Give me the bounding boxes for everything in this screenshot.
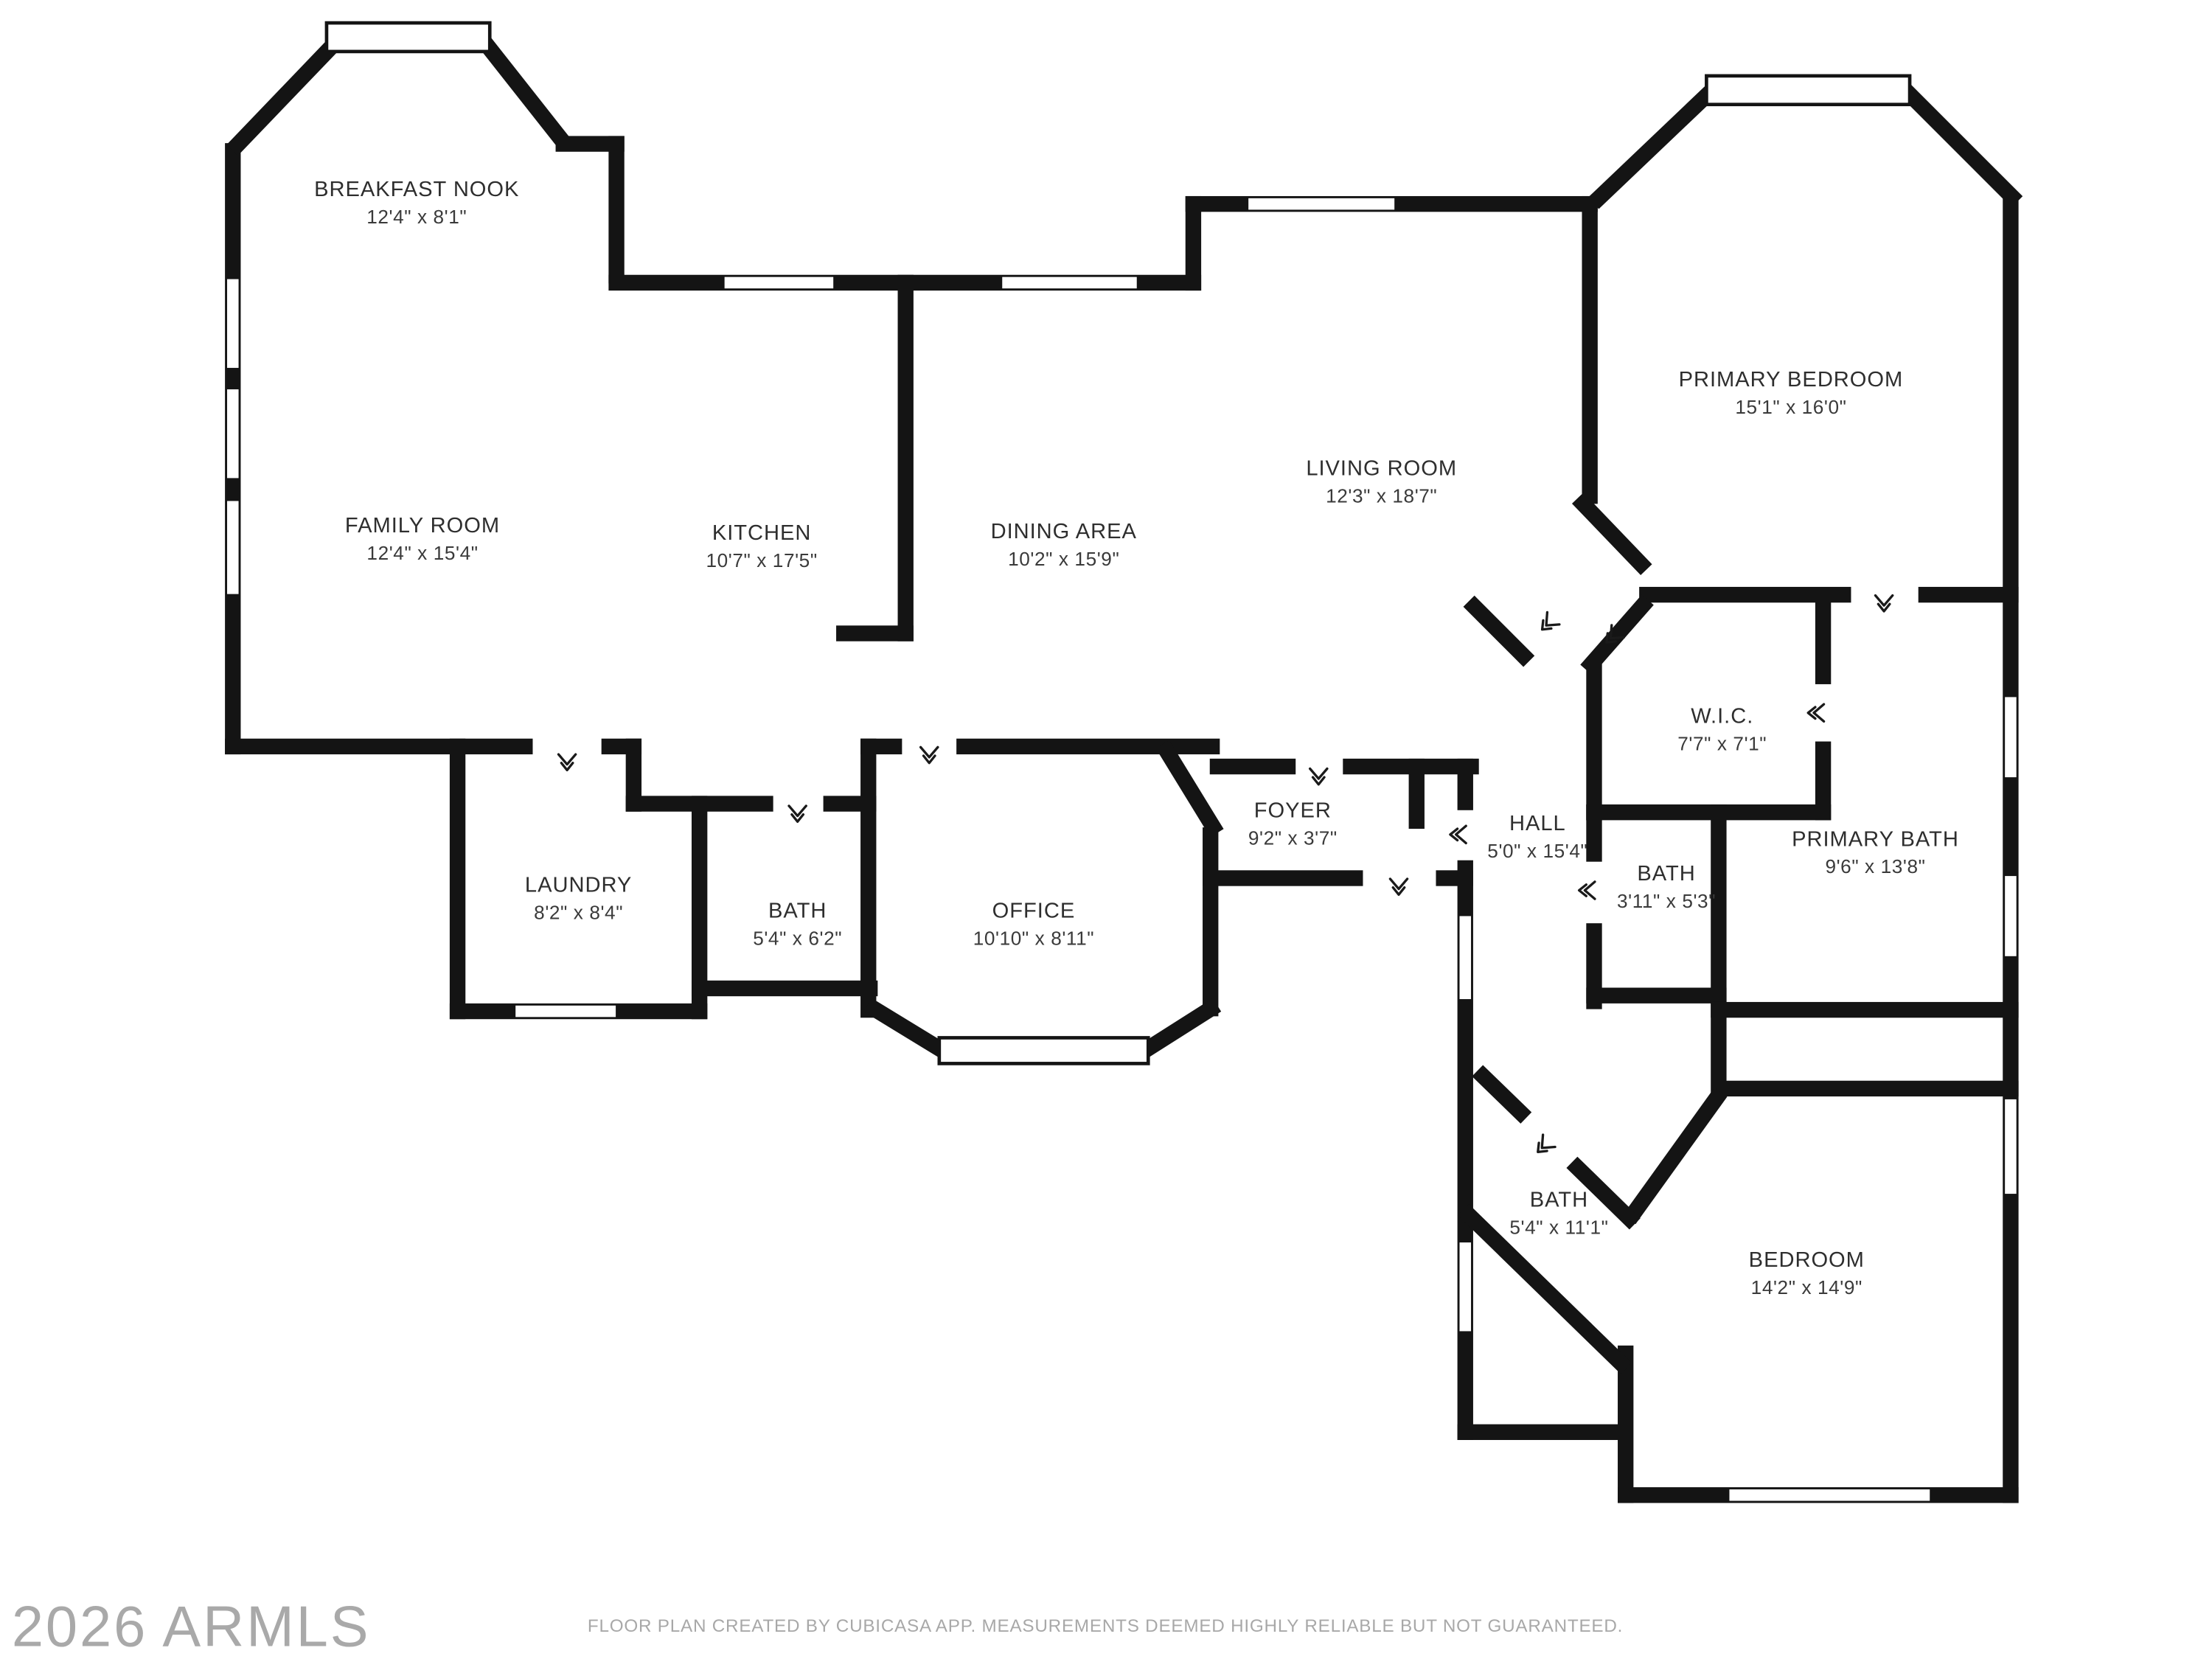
room-label-bath-mid: BATH 5'4" x 6'2" [753, 899, 842, 949]
room-dims: 9'2" x 3'7" [1248, 827, 1338, 849]
room-label-bedroom: BEDROOM 14'2" x 14'9" [1749, 1248, 1865, 1298]
room-name: DINING AREA [991, 520, 1137, 543]
room-name: BREAKFAST NOOK [314, 178, 519, 201]
room-dims: 10'10" x 8'11" [973, 927, 1094, 949]
room-label-kitchen: KITCHEN 10'7" x 17'5" [706, 521, 818, 571]
room-name: HALL [1509, 812, 1566, 835]
room-label-wic: W.I.C. 7'7" x 7'1" [1677, 704, 1767, 754]
room-label-living-room: LIVING ROOM 12'3" x 18'7" [1306, 457, 1457, 507]
room-dims: 8'2" x 8'4" [534, 901, 623, 923]
room-name: LIVING ROOM [1306, 457, 1457, 481]
room-label-hall: HALL 5'0" x 15'4" [1487, 812, 1587, 862]
room-dims: 5'4" x 6'2" [753, 927, 842, 949]
room-label-bath-lower: BATH 5'4" x 11'1" [1509, 1189, 1608, 1239]
watermark-text: 2026 ARMLS [12, 1596, 371, 1659]
walls [225, 36, 2023, 1503]
room-label-laundry: LAUNDRY 8'2" x 8'4" [525, 873, 632, 923]
room-name: W.I.C. [1691, 704, 1753, 728]
room-label-primary-bedroom: PRIMARY BEDROOM 15'1" x 16'0" [1679, 368, 1904, 418]
room-label-breakfast-nook: BREAKFAST NOOK 12'4" x 8'1" [314, 178, 519, 228]
windows [227, 21, 2017, 1501]
room-dims: 10'7" x 17'5" [706, 549, 818, 571]
room-dims: 12'4" x 8'1" [366, 206, 467, 228]
room-label-dining-area: DINING AREA 10'2" x 15'9" [991, 520, 1137, 570]
room-name: PRIMARY BATH [1792, 827, 1959, 851]
room-label-bath-small: BATH 3'11" x 5'3" [1617, 862, 1716, 912]
room-name: FOYER [1254, 799, 1332, 822]
room-name: OFFICE [992, 899, 1076, 922]
room-name: BEDROOM [1749, 1248, 1865, 1272]
room-label-office: OFFICE 10'10" x 8'11" [973, 899, 1094, 949]
room-dims: 14'2" x 14'9" [1751, 1276, 1863, 1298]
room-name: LAUNDRY [525, 873, 632, 897]
room-dims: 3'11" x 5'3" [1617, 890, 1716, 912]
disclaimer-text: FLOOR PLAN CREATED BY CUBICASA APP. MEAS… [588, 1616, 1623, 1636]
room-dims: 9'6" x 13'8" [1825, 855, 1925, 877]
room-dims: 12'4" x 15'4" [366, 542, 478, 564]
room-dims: 15'1" x 16'0" [1735, 396, 1846, 418]
room-name: BATH [768, 899, 827, 922]
room-dims: 5'0" x 15'4" [1487, 840, 1587, 862]
room-dims: 10'2" x 15'9" [1008, 548, 1119, 570]
room-dims: 12'3" x 18'7" [1326, 484, 1437, 507]
room-dims: 7'7" x 7'1" [1677, 732, 1767, 754]
room-dims: 5'4" x 11'1" [1509, 1216, 1608, 1238]
room-label-family-room: FAMILY ROOM 12'4" x 15'4" [345, 514, 500, 564]
room-name: PRIMARY BEDROOM [1679, 368, 1904, 392]
room-label-primary-bath: PRIMARY BATH 9'6" x 13'8" [1792, 827, 1959, 877]
room-name: BATH [1637, 862, 1695, 886]
door-arrows [557, 594, 1894, 1153]
room-name: BATH [1530, 1189, 1588, 1212]
room-name: KITCHEN [712, 521, 812, 545]
room-name: FAMILY ROOM [345, 514, 500, 538]
room-label-foyer: FOYER 9'2" x 3'7" [1248, 799, 1338, 849]
